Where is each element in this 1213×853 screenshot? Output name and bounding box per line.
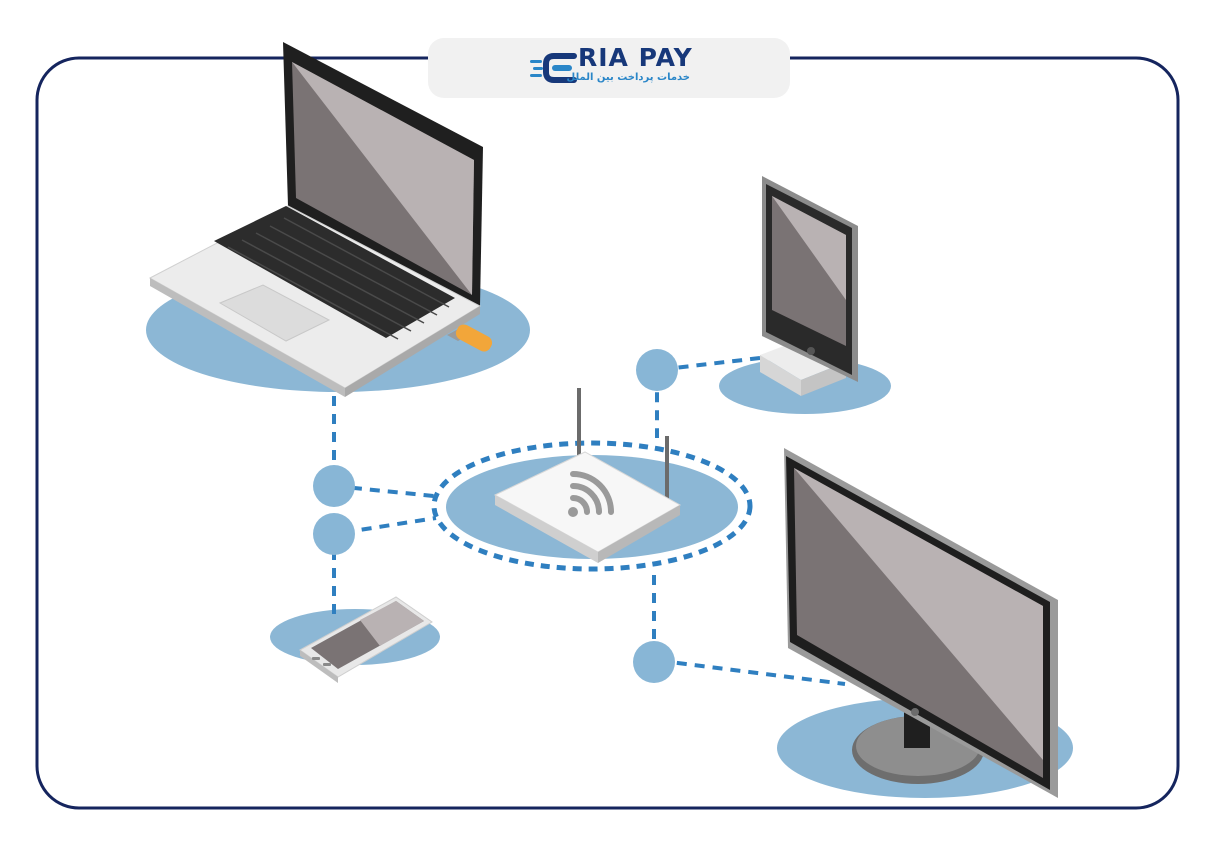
laptop-keyboard <box>214 206 455 338</box>
connector-tablet <box>655 356 761 438</box>
router-signal-ring <box>431 440 753 572</box>
laptop-base-side <box>345 306 480 397</box>
node-phone <box>313 513 355 555</box>
phone-screen-glare <box>360 601 424 646</box>
logo-name: RIA PAY <box>578 43 693 72</box>
node-monitor <box>633 641 675 683</box>
wifi-router <box>493 388 682 563</box>
logo-tagline: خدمات پرداخت بین الملل <box>566 72 690 83</box>
node-tablet <box>636 349 678 391</box>
tablet <box>760 176 858 396</box>
router-side-right <box>598 505 680 563</box>
tablet-dock-front <box>760 355 801 396</box>
laptop <box>148 42 493 397</box>
phone-port-details <box>312 657 331 666</box>
logo-badge: RIA PAY خدمات پرداخت بین الملل <box>428 38 790 98</box>
desktop-monitor <box>784 448 1058 798</box>
tablet-dock-top <box>760 338 846 380</box>
card-logo-icon <box>530 53 577 83</box>
monitor-screen <box>794 468 1043 778</box>
laptop-keyboard-rows <box>227 217 450 340</box>
tablet-screen-glare <box>772 196 846 300</box>
node-laptop <box>313 465 355 507</box>
router-side-front <box>495 495 598 563</box>
phone-side <box>300 650 338 683</box>
laptop-trackpad <box>218 284 331 342</box>
connector-nodes <box>313 349 678 683</box>
usb-stick <box>447 324 493 352</box>
wifi-icon <box>568 471 614 517</box>
tablet-home-button <box>807 347 815 355</box>
monitor-screen-glare <box>794 468 1043 760</box>
laptop-screen-glare <box>292 62 474 295</box>
laptop-base-front <box>150 278 345 397</box>
monitor-power-led <box>911 708 919 716</box>
smartphone <box>299 596 433 683</box>
